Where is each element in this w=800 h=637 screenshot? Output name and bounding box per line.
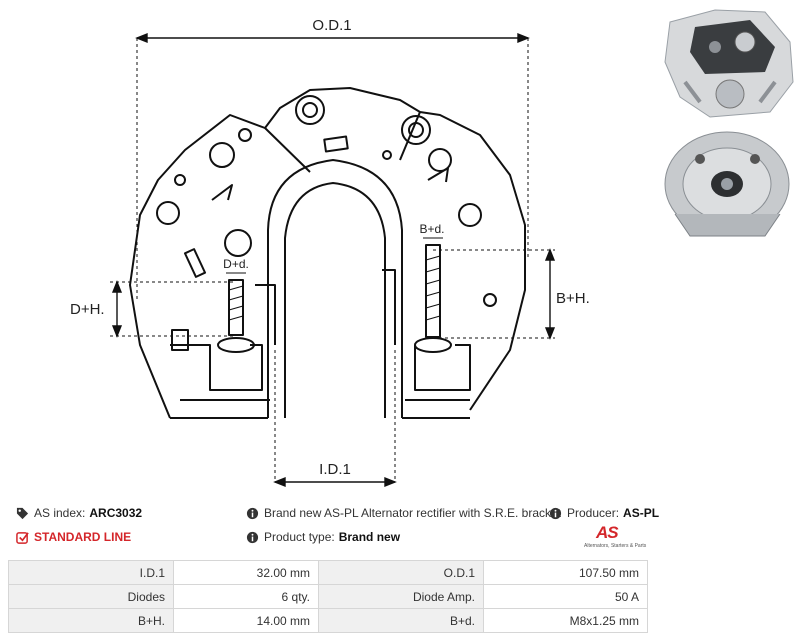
table-row: Diodes 6 qty. Diode Amp. 50 A (8, 584, 648, 609)
logo-subtext: Alternators, Starters & Parts (584, 543, 647, 549)
spec-key: Diode Amp. (318, 584, 484, 609)
product-type: Product type: Brand new (246, 530, 400, 544)
bh-dimension-label: B+H. (556, 290, 590, 307)
dd-dimension-label: D+d. (223, 257, 249, 271)
info-icon (246, 507, 259, 519)
dh-dimension-label: D+H. (70, 301, 105, 318)
product-photo-front (655, 2, 798, 120)
spec-value: 107.50 mm (483, 560, 648, 585)
producer-value: AS-PL (623, 506, 660, 520)
description-text: Brand new AS-PL Alternator rectifier wit… (264, 506, 562, 520)
od-dimension-label: O.D.1 (312, 17, 351, 34)
checkbox-checked-icon (16, 531, 29, 544)
as-index: AS index: ARC3032 (16, 506, 142, 520)
bd-dimension-label: B+d. (419, 222, 444, 236)
id-dimension-label: I.D.1 (319, 461, 351, 478)
as-index-value: ARC3032 (89, 506, 143, 520)
producer: Producer: AS-PL (549, 506, 659, 520)
logo-mark: AS (596, 523, 619, 542)
info-icon (246, 531, 259, 543)
spec-value: M8x1.25 mm (483, 608, 648, 633)
description: Brand new AS-PL Alternator rectifier wit… (246, 506, 561, 520)
product-type-label: Product type: (264, 530, 335, 544)
spec-value: 50 A (483, 584, 648, 609)
product-type-value: Brand new (338, 530, 401, 544)
table-row: I.D.1 32.00 mm O.D.1 107.50 mm (8, 560, 648, 585)
spec-key: O.D.1 (318, 560, 484, 585)
as-index-label: AS index: (34, 506, 86, 520)
spec-key: B+d. (318, 608, 484, 633)
spec-key: B+H. (8, 608, 174, 633)
standard-line-label: STANDARD LINE (34, 530, 132, 544)
specifications-table: I.D.1 32.00 mm O.D.1 107.50 mm Diodes 6 … (8, 560, 648, 633)
info-icon (549, 507, 562, 519)
as-pl-logo: AS Alternators, Starters & Parts (584, 523, 650, 551)
spec-value: 14.00 mm (173, 608, 319, 633)
product-info: AS index: ARC3032 STANDARD LINE Brand ne… (0, 500, 800, 560)
tags-icon (16, 507, 29, 519)
standard-line: STANDARD LINE (16, 530, 131, 544)
rectifier-technical-drawing: O.D.1 I.D.1 D+H. B+H. D+d. B+d. (70, 17, 590, 488)
spec-key: Diodes (8, 584, 174, 609)
table-row: B+H. 14.00 mm B+d. M8x1.25 mm (8, 608, 648, 633)
spec-value: 6 qty. (173, 584, 319, 609)
spec-key: I.D.1 (8, 560, 174, 585)
product-photo-back (655, 124, 798, 249)
producer-label: Producer: (567, 506, 620, 520)
spec-value: 32.00 mm (173, 560, 319, 585)
